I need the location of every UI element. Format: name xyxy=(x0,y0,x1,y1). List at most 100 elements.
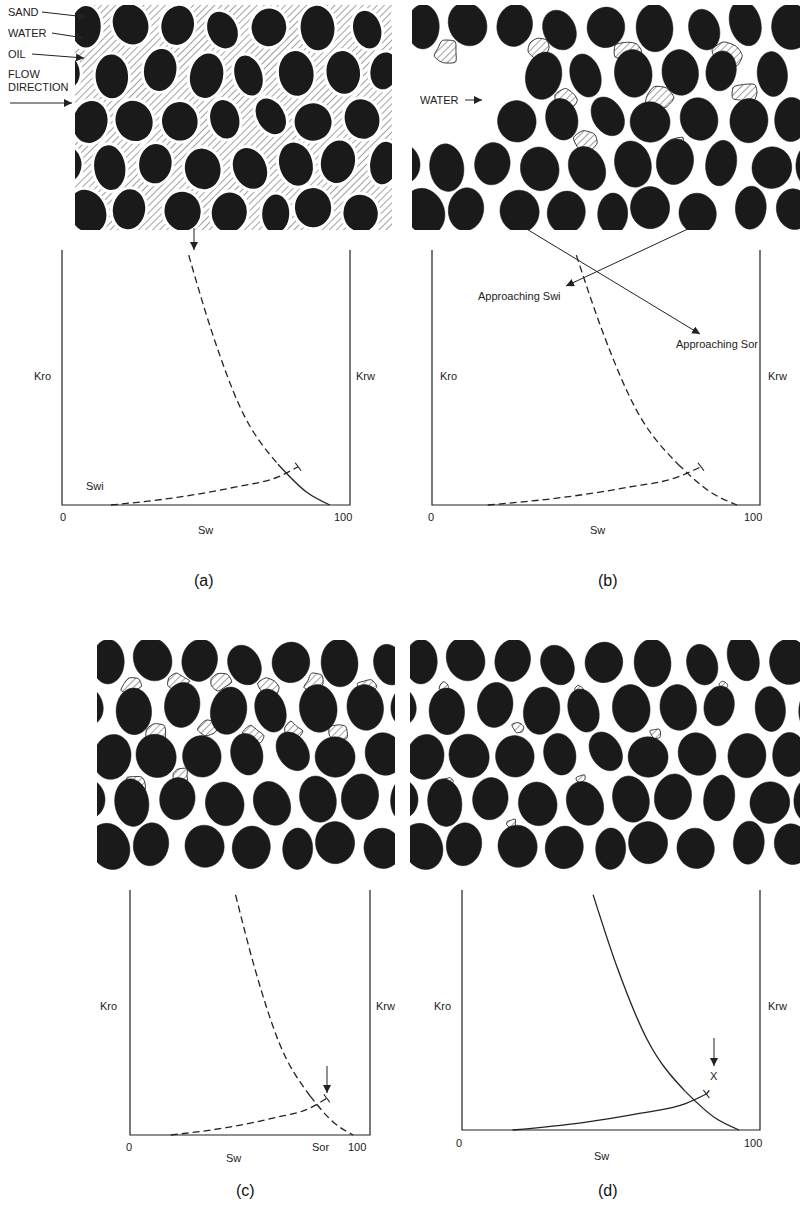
axis-label: Kro xyxy=(34,370,51,383)
sand-grain xyxy=(443,820,485,868)
annotation: Approaching Swi xyxy=(478,290,561,303)
relperm-plot xyxy=(462,890,760,1130)
sand-grain xyxy=(497,187,543,230)
end-tick xyxy=(703,1090,709,1098)
sand-grain xyxy=(540,730,580,778)
point-label: X xyxy=(710,1070,717,1083)
panel-caption: (d) xyxy=(598,1182,618,1200)
sand-grain xyxy=(75,138,88,189)
sand-grain xyxy=(412,182,452,230)
part-label: WATER xyxy=(420,94,459,107)
sand-grain xyxy=(410,731,448,783)
sand-grain xyxy=(521,49,566,103)
sand-grain xyxy=(115,687,152,735)
sand-grain xyxy=(412,5,440,49)
sand-grain xyxy=(595,828,626,870)
sand-grain xyxy=(774,97,800,143)
oil-droplet xyxy=(434,40,456,63)
pore-panel xyxy=(75,5,392,230)
sand-grain xyxy=(391,97,392,144)
sand-grain xyxy=(207,188,251,230)
sand-grain xyxy=(534,640,580,690)
sand-grain xyxy=(412,138,425,189)
relperm-plots xyxy=(62,250,760,1135)
sand-grain xyxy=(297,682,340,734)
sand-grain xyxy=(360,728,395,779)
axis-label: Sw xyxy=(590,524,605,537)
sand-grain xyxy=(675,93,723,144)
sand-grain xyxy=(347,6,388,54)
tick-label: 100 xyxy=(348,1141,366,1154)
relperm-plot xyxy=(432,250,760,505)
sand-grain xyxy=(627,820,670,866)
sand-grain xyxy=(798,687,800,736)
sand-grain xyxy=(635,5,675,53)
sand-grain xyxy=(344,682,386,732)
axis-label: Krw xyxy=(768,1000,787,1013)
sand-grain xyxy=(388,683,395,728)
tick-label: 0 xyxy=(456,1137,462,1150)
sand-grain xyxy=(491,640,534,685)
sand-grain xyxy=(410,773,423,824)
axis-label: Krw xyxy=(768,370,787,383)
sand-grain xyxy=(228,50,270,101)
sand-grain xyxy=(112,777,152,829)
krw-extension xyxy=(706,1090,709,1094)
sand-grain xyxy=(315,136,360,188)
end-tick xyxy=(295,463,301,471)
sand-grain xyxy=(610,682,653,734)
sand-grain xyxy=(250,685,292,736)
sand-grain xyxy=(292,185,335,230)
pore-panel xyxy=(97,640,395,870)
sand-grain xyxy=(657,682,699,732)
sand-grain xyxy=(162,680,203,730)
sand-grain xyxy=(365,138,392,188)
sand-grain xyxy=(542,823,586,870)
sand-grain xyxy=(732,820,765,865)
end-tick xyxy=(698,463,704,471)
plot-frame xyxy=(432,250,760,505)
sand-grain xyxy=(130,820,172,868)
sand-grain xyxy=(495,98,538,144)
sand-grain xyxy=(247,5,291,50)
sand-grain xyxy=(273,137,320,191)
sand-grain xyxy=(179,143,226,194)
tick-label: 100 xyxy=(744,511,762,524)
sand-grain xyxy=(772,732,800,778)
sand-grain xyxy=(97,773,110,824)
sand-grain xyxy=(610,137,657,191)
sand-grain xyxy=(97,678,111,733)
leader-line xyxy=(566,228,690,286)
sand-grain xyxy=(184,49,229,103)
sand-grain xyxy=(387,773,395,823)
sand-grain xyxy=(800,52,801,101)
axis-label: Sw xyxy=(226,1152,241,1165)
sand-grain xyxy=(542,95,582,143)
sand-grain xyxy=(410,678,424,733)
sand-grain xyxy=(659,47,701,97)
sand-grain xyxy=(314,820,357,866)
sand-grain xyxy=(75,96,113,148)
part-label: WATER xyxy=(8,27,47,40)
relperm-plot xyxy=(62,250,350,505)
sand-grain xyxy=(127,640,179,687)
sand-grain xyxy=(75,182,115,230)
sand-grain xyxy=(158,98,201,144)
sand-grain xyxy=(295,772,342,826)
kro-curve xyxy=(189,255,278,464)
saturation-label: Sor xyxy=(312,1141,329,1154)
sand-grain xyxy=(247,91,294,142)
sand-grain xyxy=(309,730,362,783)
sand-grain xyxy=(475,680,516,730)
sand-grain xyxy=(201,778,248,829)
sand-grain xyxy=(387,5,392,50)
panel-caption: (b) xyxy=(598,572,618,590)
sand-grain xyxy=(105,5,157,52)
sand-grain xyxy=(320,640,360,688)
sand-grain xyxy=(360,825,395,870)
sand-grain xyxy=(322,47,364,97)
pore-illustrations xyxy=(13,0,807,876)
